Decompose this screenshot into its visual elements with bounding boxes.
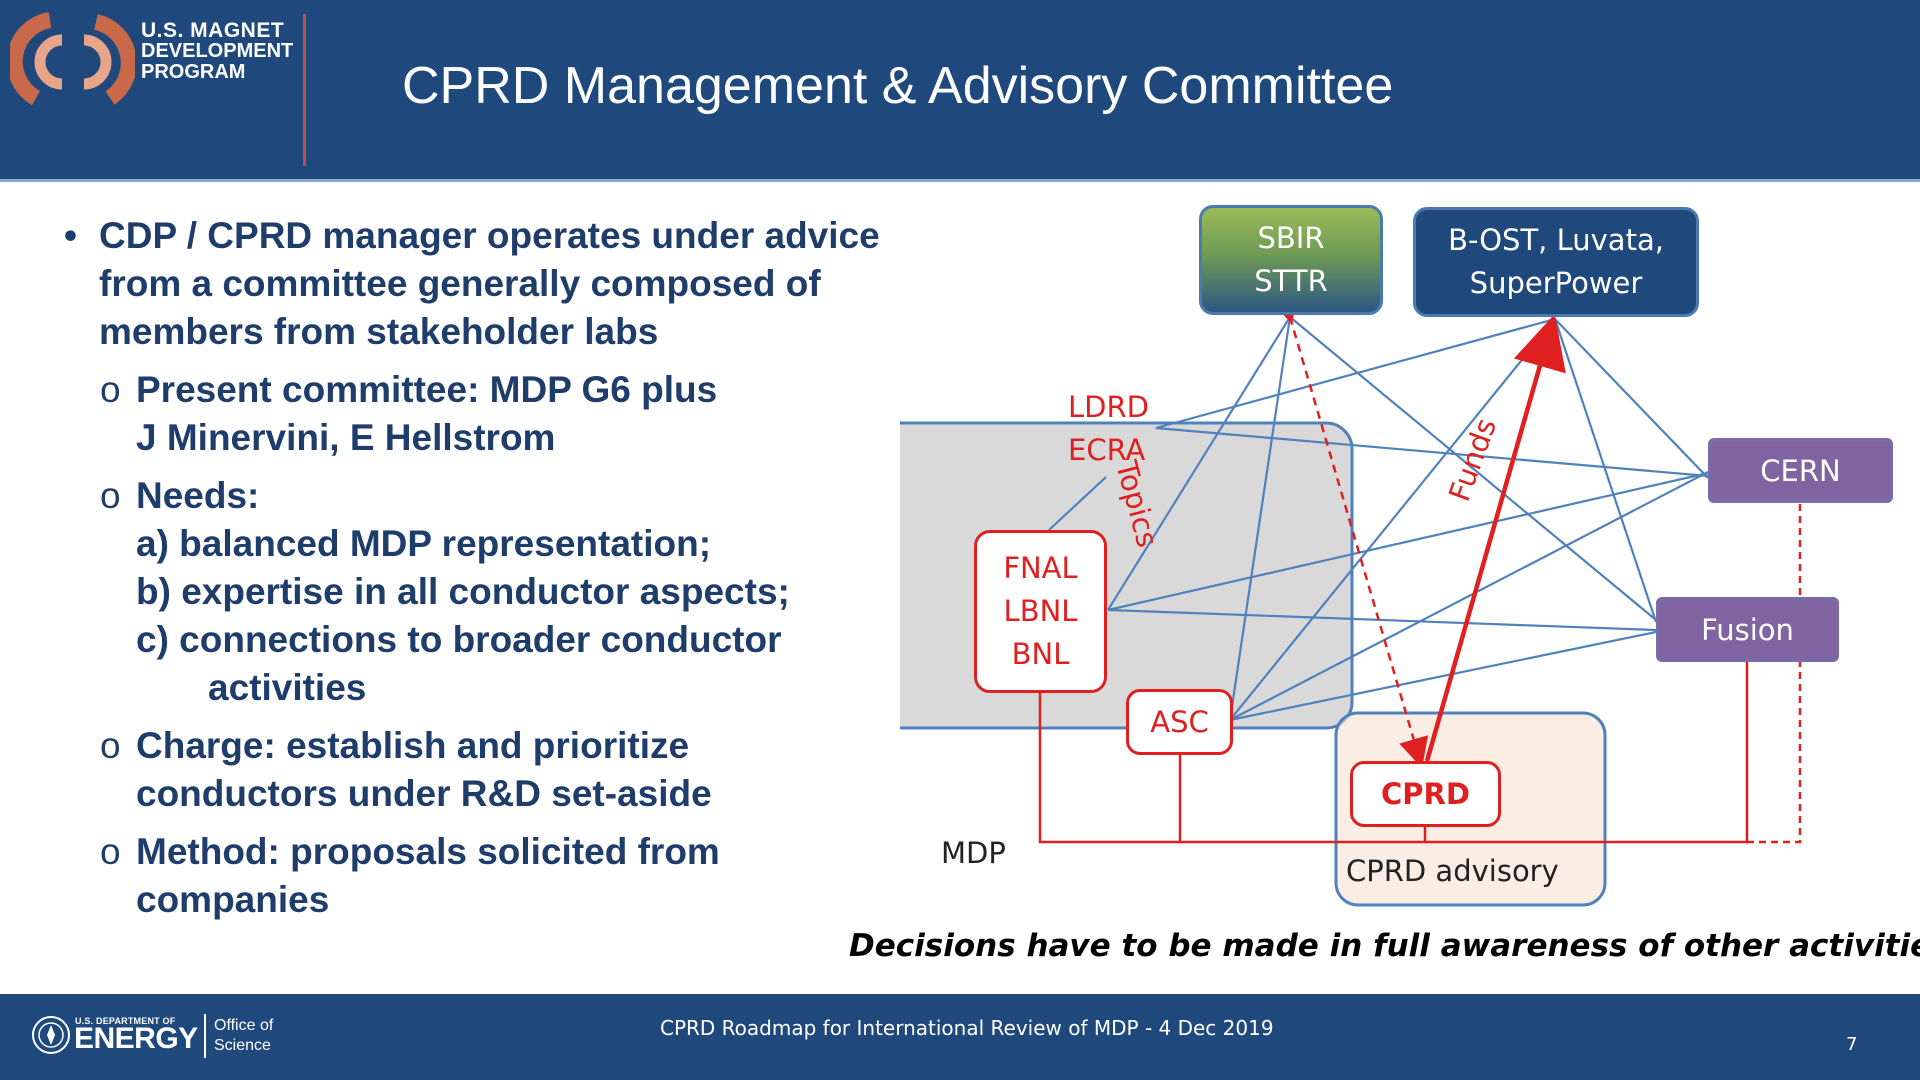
- office-of-science: Office of Science: [214, 1016, 273, 1056]
- connector-line: [1155, 426, 1709, 478]
- cern-label: CERN: [1760, 453, 1841, 488]
- sbir-line: STTR: [1254, 264, 1328, 298]
- bullet-line: Present committee: MDP G6 plus: [136, 369, 718, 410]
- bullet-line: conductors under R&D set-aside: [136, 773, 712, 814]
- logo-wordmark: U.S. MAGNET DEVELOPMENT PROGRAM: [141, 20, 293, 83]
- bullet-line: CDP / CPRD manager operates under advice: [99, 215, 880, 256]
- footer-bar: U.S. DEPARTMENT OF ENERGY Office of Scie…: [0, 994, 1920, 1080]
- asc-box: ASC: [1126, 689, 1233, 755]
- industry-line: B-OST, Luvata,: [1448, 223, 1664, 257]
- bullet-committee: o Present committee: MDP G6 plus J Miner…: [60, 366, 960, 462]
- lab-label: LBNL: [1003, 594, 1078, 628]
- sbir-line: SBIR: [1257, 221, 1325, 255]
- funds-arrow: [1424, 314, 1566, 762]
- footer-caption: CPRD Roadmap for International Review of…: [660, 1016, 1274, 1040]
- topics-arrow: [1269, 291, 1429, 769]
- doe-seal-icon: [32, 1016, 70, 1054]
- connector-line: [1553, 318, 1658, 623]
- fusion-box: Fusion: [1656, 597, 1839, 662]
- ldrd-ecra-label: LDRD ECRA: [1068, 386, 1149, 472]
- magnet-program-logo-icon: [10, 12, 135, 105]
- committee-diagram: SBIR STTR B-OST, Luvata, SuperPower CERN…: [900, 190, 1920, 950]
- needs-item: a) balanced MDP representation;: [136, 523, 712, 564]
- bullet-line: Needs:: [136, 475, 260, 516]
- connector-lines: [1048, 316, 1709, 722]
- logo-line: U.S. MAGNET: [141, 19, 285, 42]
- mdp-label: MDP: [941, 836, 1006, 870]
- ldrd-line: LDRD: [1068, 390, 1149, 424]
- connector-line: [1554, 318, 1709, 479]
- lab-label: BNL: [1011, 637, 1070, 671]
- cprd-advisory-label: CPRD advisory: [1346, 854, 1559, 888]
- ldrd-line: ECRA: [1068, 433, 1146, 467]
- header-bar: U.S. MAGNET DEVELOPMENT PROGRAM CPRD Man…: [0, 0, 1920, 179]
- connector-line: [1048, 476, 1107, 531]
- industry-line: SuperPower: [1469, 266, 1643, 300]
- bullet-needs: o Needs: a) balanced MDP representation;…: [60, 472, 960, 712]
- fusion-label: Fusion: [1701, 612, 1794, 647]
- cprd-box: CPRD: [1350, 761, 1501, 827]
- cprd-label: CPRD: [1381, 777, 1470, 811]
- doe-small-text: U.S. DEPARTMENT OF: [75, 1016, 176, 1026]
- page-number: 7: [1846, 1034, 1858, 1055]
- connector-line: [1155, 317, 1556, 430]
- sub-bullet-marker: o: [100, 831, 121, 872]
- needs-item: b) expertise in all conductor aspects;: [136, 571, 790, 612]
- needs-item-continuation: activities: [208, 667, 367, 708]
- bullet-marker: •: [64, 215, 77, 256]
- industry-box: B-OST, Luvata, SuperPower: [1413, 207, 1699, 317]
- bullet-line: members from stakeholder labs: [99, 311, 659, 352]
- connector-line: [1107, 316, 1291, 611]
- bullet-line: from a committee generally composed of: [99, 263, 821, 304]
- sub-bullet-marker: o: [100, 725, 121, 766]
- bullet-main: • CDP / CPRD manager operates under advi…: [60, 212, 960, 356]
- sub-bullet-marker: o: [100, 475, 121, 516]
- logo-line: PROGRAM: [141, 61, 246, 83]
- office-line: Science: [214, 1037, 271, 1054]
- doe-wordmark: ENERGY: [74, 1022, 198, 1055]
- cern-box: CERN: [1708, 438, 1893, 503]
- office-line: Office of: [214, 1017, 274, 1034]
- footer-divider: [204, 1014, 206, 1058]
- bullet-list: • CDP / CPRD manager operates under advi…: [60, 212, 960, 924]
- bullet-method: o Method: proposals solicited from compa…: [60, 828, 960, 924]
- bullet-line: companies: [136, 879, 330, 920]
- bullet-line: J Minervini, E Hellstrom: [136, 417, 556, 458]
- sub-bullet-marker: o: [100, 369, 121, 410]
- needs-item: c) connections to broader conductor: [136, 619, 782, 660]
- sbir-sttr-box: SBIR STTR: [1199, 205, 1383, 315]
- header-divider: [303, 14, 306, 166]
- slide-title: CPRD Management & Advisory Committee: [402, 57, 1394, 115]
- decisions-note: Decisions have to be made in full awaren…: [849, 928, 1920, 964]
- header-rule: [0, 179, 1920, 182]
- red-dashed-connector: [1747, 503, 1802, 844]
- logo-line: DEVELOPMENT: [141, 40, 294, 62]
- bullet-line: Charge: establish and prioritize: [136, 725, 690, 766]
- asc-label: ASC: [1150, 705, 1209, 739]
- lab-label: FNAL: [1003, 551, 1078, 585]
- labs-box: FNAL LBNL BNL: [974, 530, 1107, 693]
- bullet-charge: o Charge: establish and prioritize condu…: [60, 722, 960, 818]
- bullet-line: Method: proposals solicited from: [136, 831, 720, 872]
- red-connector: [1038, 662, 1749, 844]
